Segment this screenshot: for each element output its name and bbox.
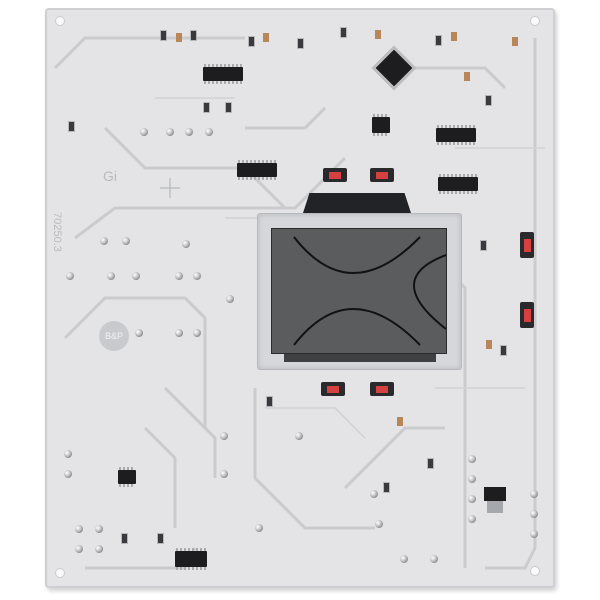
solder-pad (220, 470, 228, 478)
smd-resistor (121, 533, 128, 544)
solder-pad (468, 455, 476, 463)
ic-chip (436, 125, 476, 145)
smd-resistor (190, 30, 197, 41)
lcd-segment-top-arc (293, 236, 421, 274)
solder-pad (66, 272, 74, 280)
mounting-hole (530, 16, 540, 26)
tactile-button[interactable] (370, 168, 394, 182)
lcd-segment-bottom-arc (293, 308, 421, 346)
lcd-segments (293, 236, 447, 346)
smd-resistor (480, 240, 487, 251)
solder-pad (205, 128, 213, 136)
solder-pad (226, 295, 234, 303)
part-number-label: 70250.3 (50, 212, 63, 252)
smd-resistor (340, 27, 347, 38)
solder-pad (530, 510, 538, 518)
solder-pad (140, 128, 148, 136)
solder-pad (530, 490, 538, 498)
solder-pad (75, 525, 83, 533)
ic-chip (203, 64, 243, 84)
solder-pad (185, 128, 193, 136)
smd-capacitor (512, 37, 518, 46)
solder-pad (75, 545, 83, 553)
solder-pad (95, 525, 103, 533)
ic-chip (372, 114, 390, 136)
lcd-contact-strip (284, 354, 436, 362)
solder-pad (430, 555, 438, 563)
mounting-hole (530, 566, 540, 576)
ic-chip (237, 160, 277, 180)
solder-pad (375, 520, 383, 528)
solder-pad (132, 272, 140, 280)
silkscreen-symbol: Gi (103, 168, 117, 184)
brand-logo: B&P (99, 321, 129, 351)
ic-chip (438, 174, 478, 194)
smd-resistor (383, 482, 390, 493)
smd-capacitor (263, 33, 269, 42)
mounting-hole (55, 568, 65, 578)
tactile-button[interactable] (370, 382, 394, 396)
tactile-button[interactable] (321, 382, 345, 396)
smd-capacitor (397, 417, 403, 426)
solder-pad (530, 530, 538, 538)
solder-pad (468, 515, 476, 523)
solder-pad (107, 272, 115, 280)
solder-pad (182, 240, 190, 248)
smd-resistor (157, 533, 164, 544)
smd-resistor (248, 36, 255, 47)
copper-traces (53, 36, 545, 570)
solder-pad (135, 329, 143, 337)
smd-resistor (485, 95, 492, 106)
smd-resistor (203, 102, 210, 113)
solder-pad (295, 432, 303, 440)
smd-capacitor (176, 33, 182, 42)
solder-pad (64, 450, 72, 458)
smd-resistor (297, 38, 304, 49)
lcd-connector (303, 193, 411, 213)
lcd-segment-right-arc (413, 254, 447, 330)
solder-pad (193, 272, 201, 280)
solder-pad (100, 237, 108, 245)
solder-pad (166, 128, 174, 136)
smd-resistor (68, 121, 75, 132)
smd-resistor (500, 345, 507, 356)
smd-capacitor (451, 32, 457, 41)
solder-pad (468, 475, 476, 483)
smd-capacitor (375, 30, 381, 39)
tactile-button[interactable] (323, 168, 347, 182)
solder-pad (175, 272, 183, 280)
solder-pad (122, 237, 130, 245)
smd-capacitor (464, 72, 470, 81)
rectifier-chip (175, 548, 207, 570)
solder-pad (193, 329, 201, 337)
smd-capacitor (486, 340, 492, 349)
circuit-board: 70250.3 Gi B&P (45, 8, 555, 588)
solder-pad (400, 555, 408, 563)
ic-chip (118, 467, 136, 487)
solder-pad (468, 495, 476, 503)
solder-pad (175, 329, 183, 337)
tactile-button[interactable] (520, 302, 534, 328)
lcd-screen (271, 228, 447, 354)
smd-resistor (160, 30, 167, 41)
solder-pad (370, 490, 378, 498)
smd-resistor (225, 102, 232, 113)
smd-resistor (435, 35, 442, 46)
solder-pad (64, 470, 72, 478)
solder-pad (220, 432, 228, 440)
smd-resistor (427, 458, 434, 469)
test-point (255, 524, 263, 532)
mounting-hole (55, 16, 65, 26)
tactile-button[interactable] (520, 232, 534, 258)
solder-pad (95, 545, 103, 553)
voltage-regulator (484, 487, 506, 513)
smd-resistor (266, 396, 273, 407)
